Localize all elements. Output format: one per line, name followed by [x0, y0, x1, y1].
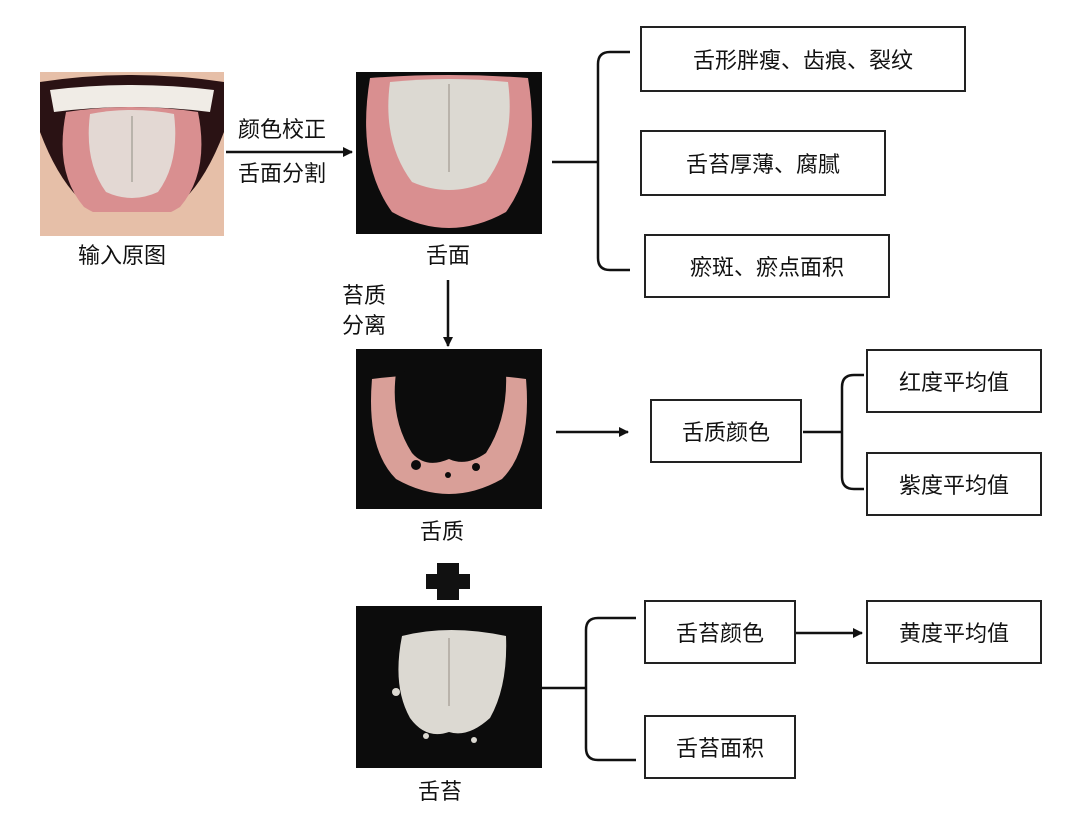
- purple-average-box: 紫度平均值: [866, 452, 1042, 516]
- body-image: [356, 349, 542, 509]
- feature-shape-box: 舌形胖瘦、齿痕、裂纹: [640, 26, 966, 92]
- bracket-body-color: [840, 373, 855, 491]
- step-separation-line1: 苔质: [342, 284, 387, 309]
- bracket-surface-tips: [610, 50, 630, 272]
- bracket-body-color-tips: [854, 373, 864, 491]
- body-tongue-illustration: [356, 349, 542, 509]
- input-image: [40, 72, 224, 236]
- surface-image-label: 舌面: [426, 244, 471, 269]
- input-image-label: 输入原图: [78, 244, 167, 269]
- coating-color-box: 舌苔颜色: [644, 600, 796, 664]
- feature-coating-thickness-box: 舌苔厚薄、腐腻: [640, 130, 886, 196]
- yellow-average-box: 黄度平均值: [866, 600, 1042, 664]
- plus-icon: [426, 563, 470, 600]
- input-tongue-illustration: [40, 72, 224, 236]
- surface-tongue-illustration: [356, 72, 542, 234]
- feature-spots-box: 瘀斑、瘀点面积: [644, 234, 890, 298]
- red-average-box: 红度平均值: [866, 349, 1042, 413]
- coating-image: [356, 606, 542, 768]
- coating-area-box: 舌苔面积: [644, 715, 796, 779]
- body-color-box: 舌质颜色: [650, 399, 802, 463]
- bracket-coating-tips: [598, 616, 636, 762]
- step-correction-line2: 舌面分割: [238, 162, 327, 187]
- coating-tongue-illustration: [356, 606, 542, 768]
- bracket-coating: [584, 616, 599, 762]
- bracket-surface: [596, 50, 611, 272]
- coating-image-label: 舌苔: [418, 780, 463, 805]
- step-correction-line1: 颜色校正: [238, 118, 327, 143]
- surface-image: [356, 72, 542, 234]
- step-separation-line2: 分离: [342, 314, 387, 339]
- body-image-label: 舌质: [420, 520, 465, 545]
